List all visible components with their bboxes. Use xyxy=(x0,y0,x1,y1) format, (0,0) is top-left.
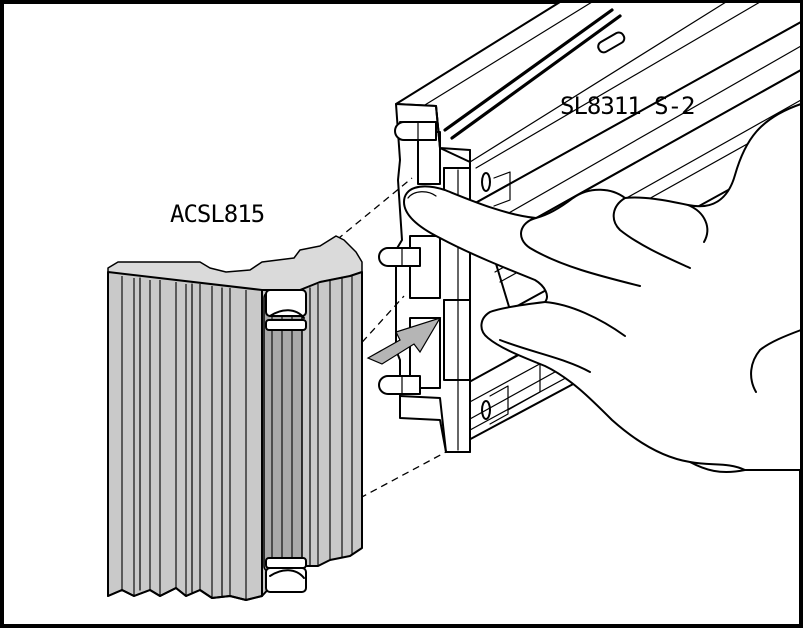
label-profile-sl8311: SL8311 S-2 xyxy=(560,92,695,120)
hinge-clip-bottom xyxy=(265,557,307,593)
insertion-arrow xyxy=(366,316,442,365)
peg-top xyxy=(394,121,437,141)
peg-middle xyxy=(378,247,421,267)
hinge-clip-top xyxy=(265,289,307,331)
label-accessory-acsl815: ACSL815 xyxy=(170,200,264,228)
hand-illustration xyxy=(403,103,802,473)
peg-bottom xyxy=(378,375,421,395)
accessory-acsl815 xyxy=(107,235,363,601)
